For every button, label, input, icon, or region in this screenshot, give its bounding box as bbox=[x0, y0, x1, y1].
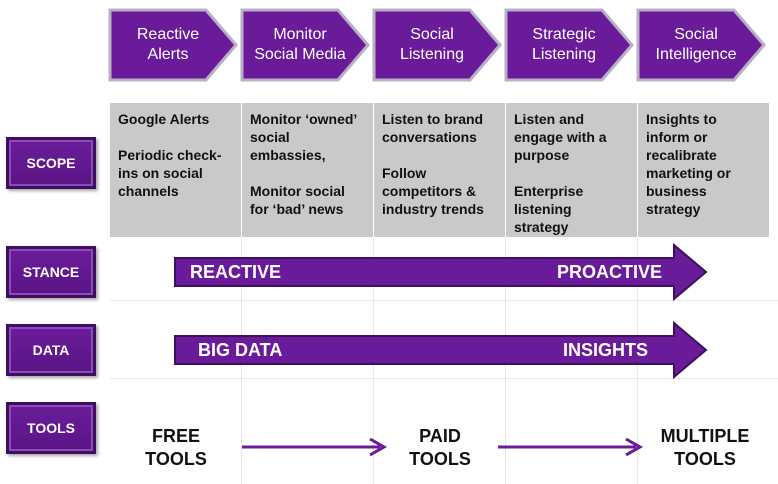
scope-cell-monitor-social-media: Monitor ‘owned’ social embassies, Monito… bbox=[242, 103, 373, 237]
stage-label: Strategic Listening bbox=[531, 26, 597, 63]
stage-label: Reactive Alerts bbox=[136, 26, 200, 63]
row-label-tools: TOOLS bbox=[6, 402, 96, 454]
scope-cell-social-intelligence: Insights to inform or recalibrate market… bbox=[638, 103, 769, 237]
scope-cell-reactive-alerts: Google Alerts Periodic check- ins on soc… bbox=[110, 103, 241, 237]
stage-label: Social Intelligence bbox=[655, 26, 737, 63]
grid-divider bbox=[110, 378, 778, 379]
chevron-shape bbox=[504, 8, 634, 82]
stage-chevron-social-intelligence: Social Intelligence bbox=[636, 8, 768, 82]
row-label-data: DATA bbox=[6, 324, 96, 376]
chevron-shape bbox=[636, 8, 766, 82]
scope-cell-social-listening: Listen to brand conversations Follow com… bbox=[374, 103, 505, 237]
stage-label: Social Listening bbox=[399, 26, 465, 63]
stance-end-label: PROACTIVE bbox=[557, 262, 663, 282]
tools-multiple-label: MULTIPLE TOOLS bbox=[660, 426, 750, 469]
scope-cell-strategic-listening: Listen and engage with a purpose Enterpr… bbox=[506, 103, 637, 237]
stage-chevron-monitor-social-media: Monitor Social Media bbox=[240, 8, 372, 82]
stage-label: Monitor Social Media bbox=[254, 26, 346, 63]
stage-chevron-strategic-listening: Strategic Listening bbox=[504, 8, 636, 82]
stance-arrow bbox=[174, 242, 708, 302]
grid-divider bbox=[110, 300, 778, 301]
data-end-label: INSIGHTS bbox=[563, 340, 649, 360]
tools-paid-label: PAID TOOLS bbox=[409, 426, 471, 469]
stance-start-label: REACTIVE bbox=[190, 262, 282, 282]
row-label-stance: STANCE bbox=[6, 246, 96, 298]
data-arrow bbox=[174, 320, 708, 380]
tools-free-label: FREE TOOLS bbox=[145, 426, 207, 469]
tools-arrow-free-to-paid bbox=[242, 437, 388, 457]
stage-chevron-reactive-alerts: Reactive Alerts bbox=[108, 8, 240, 82]
chevron-shape bbox=[240, 8, 370, 82]
tools-arrow-paid-to-multiple bbox=[498, 437, 644, 457]
chevron-shape bbox=[372, 8, 502, 82]
chevron-shape bbox=[108, 8, 238, 82]
row-label-scope: SCOPE bbox=[6, 137, 96, 189]
stage-chevron-social-listening: Social Listening bbox=[372, 8, 504, 82]
data-start-label: BIG DATA bbox=[198, 340, 283, 360]
